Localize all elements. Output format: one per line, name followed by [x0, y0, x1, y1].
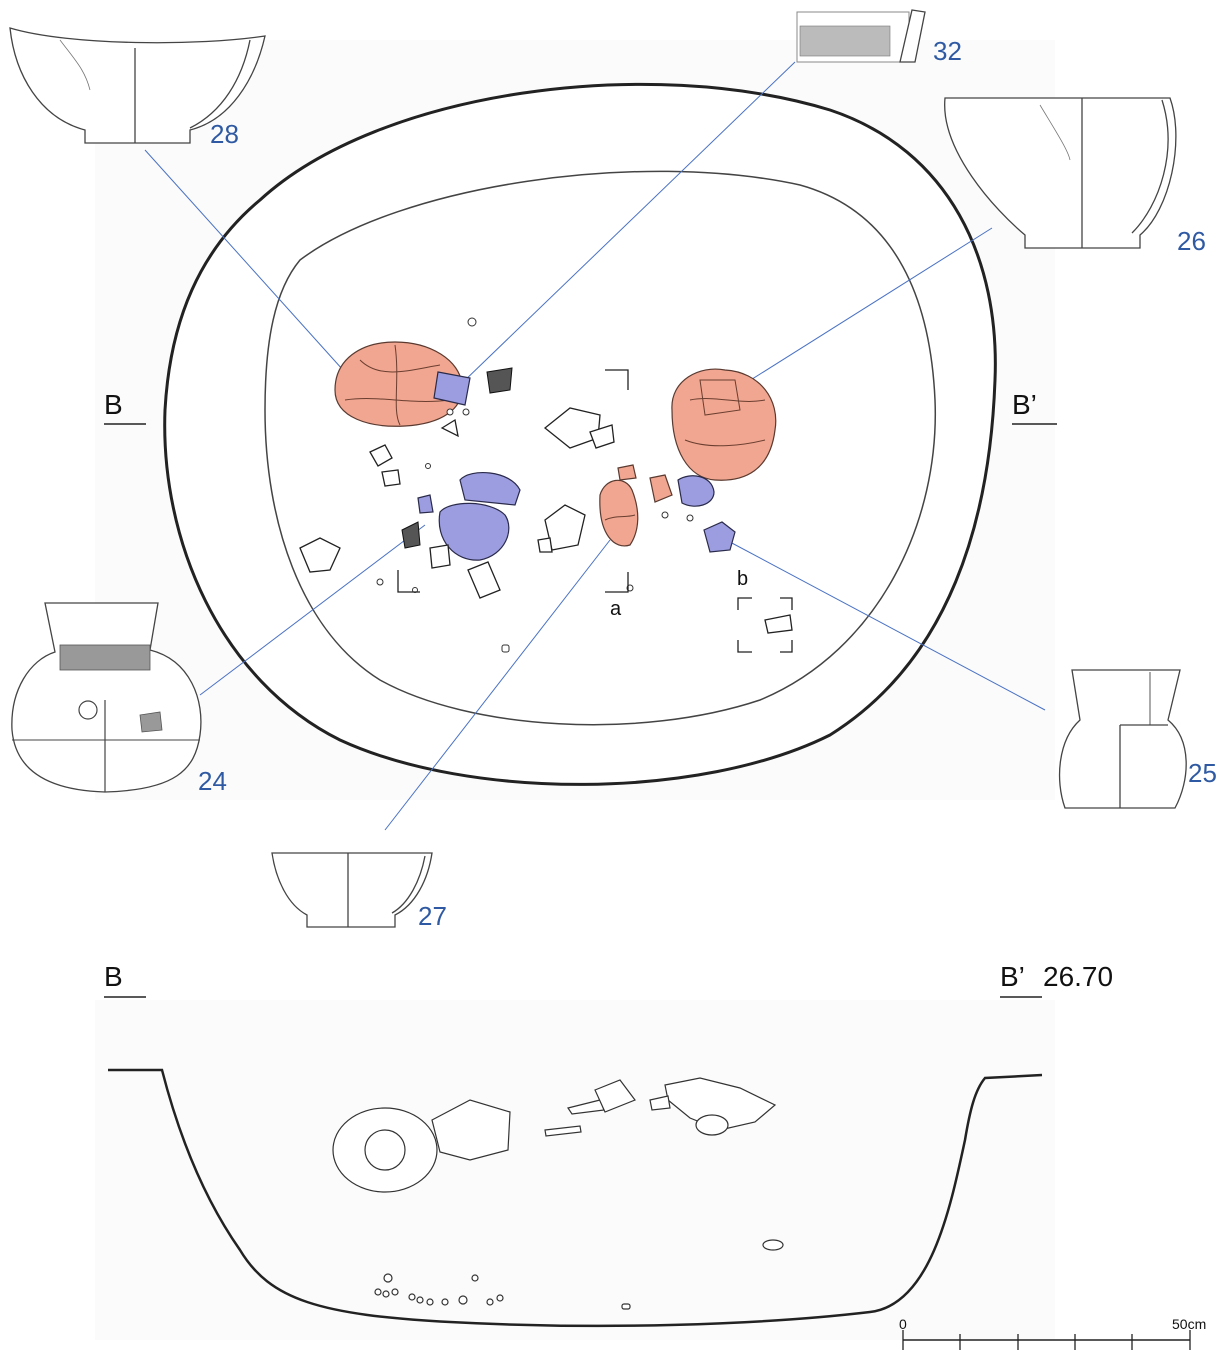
leader-lines [144, 61, 1046, 831]
vessel-drawing-26 [944, 97, 1177, 249]
vessel-number-27: 27 [418, 901, 447, 931]
section-label-b-right: B’ [1012, 389, 1037, 420]
vessel-number-28: 28 [210, 119, 239, 149]
leader-line-26 [729, 227, 993, 394]
section-line-b-left: B [104, 389, 146, 425]
section-line-b-right-profile: B’ 26.70 [1000, 961, 1113, 998]
salmon-sherd-cracks [344, 344, 766, 521]
point-label-b: b [737, 568, 748, 590]
leader-line-25 [729, 541, 1046, 711]
vessel-number-25: 25 [1188, 758, 1217, 788]
leader-line-28 [144, 149, 353, 381]
scale-bar: 0 50cm [899, 1316, 1206, 1350]
vessel-drawing-32 [796, 9, 926, 63]
outline-sherds [299, 407, 793, 634]
hatched-sherds [401, 367, 513, 549]
vessel-drawing-27 [271, 852, 433, 928]
section-brackets [397, 369, 793, 653]
sherd-vessel-24-b [459, 472, 521, 506]
vessel-number-24: 24 [198, 766, 227, 796]
blue-sherds [417, 371, 736, 561]
sherd-small-1 [649, 474, 673, 503]
section-line-b-left-profile: B [104, 961, 146, 998]
sherd-vessel-25-b [703, 521, 736, 553]
sherd-vessel-26 [671, 368, 777, 481]
sherd-vessel-24-c [417, 494, 434, 514]
scale-label-start: 0 [899, 1316, 907, 1332]
section-label-b-right-profile: B’ [1000, 961, 1025, 992]
pit-section-profile [108, 1068, 1043, 1328]
elevation-label: 26.70 [1043, 961, 1113, 992]
vessel-drawing-28 [9, 27, 266, 144]
sherd-vessel-32 [433, 371, 471, 406]
section-label-b-left-profile: B [104, 961, 123, 992]
sherd-vessel-25-a [677, 475, 715, 507]
section-paper [95, 1000, 1055, 1340]
scale-label-end: 50cm [1172, 1316, 1206, 1332]
section-finds [332, 1077, 784, 1310]
section-label-b-left: B [104, 389, 123, 420]
vessel-number-32: 32 [933, 36, 962, 66]
sherd-small-2 [617, 464, 637, 481]
leader-line-32 [459, 61, 796, 386]
salmon-sherds [334, 341, 777, 547]
section-line-b-right: B’ [1012, 389, 1057, 425]
vessel-number-26: 26 [1177, 226, 1206, 256]
pit-inner-edge [264, 170, 937, 726]
vessel-drawing-25 [1058, 669, 1187, 809]
point-label-a: a [610, 598, 622, 620]
vessel-drawing-24 [11, 602, 202, 793]
sherd-vessel-27 [599, 479, 639, 547]
leader-line-24 [199, 524, 426, 696]
leader-line-27 [384, 539, 611, 831]
small-stones [376, 317, 694, 653]
